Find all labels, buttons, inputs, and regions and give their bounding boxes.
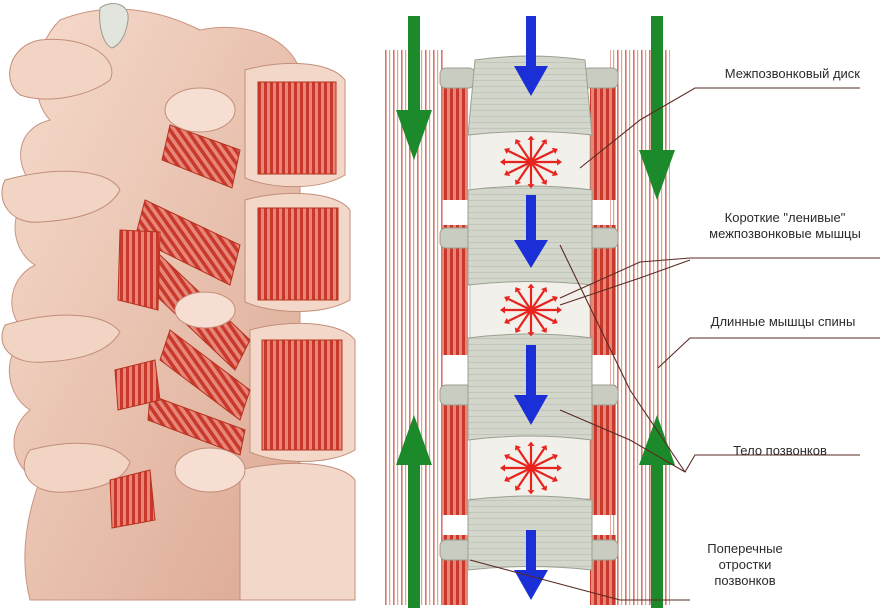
vertebra-body bbox=[467, 55, 593, 136]
transverse-process bbox=[1, 314, 121, 363]
intervertebral-muscle bbox=[257, 207, 339, 301]
intervertebral-muscle bbox=[257, 81, 337, 175]
intervertebral-muscle bbox=[261, 339, 343, 451]
rotator-muscle bbox=[161, 124, 241, 189]
label-long-back-muscles: Длинные мышцы спины bbox=[710, 314, 856, 329]
leader-lines bbox=[469, 87, 880, 601]
rotator-muscle bbox=[114, 359, 161, 411]
anatomical-spine-illustration bbox=[1, 3, 356, 601]
transverse-process bbox=[1, 170, 121, 223]
vertebra-shape bbox=[174, 291, 236, 329]
vertebra-shape bbox=[164, 87, 236, 133]
rotator-muscle bbox=[117, 229, 161, 311]
rotator-muscle bbox=[109, 469, 156, 529]
label-processes-line1: Поперечные bbox=[707, 541, 783, 556]
starburst-icon bbox=[500, 441, 562, 495]
arrow-down-icon bbox=[514, 16, 548, 600]
starburst-icon bbox=[500, 283, 562, 337]
transverse-process bbox=[9, 38, 113, 100]
label-transverse-processes: Поперечные отростки позвонков bbox=[680, 541, 810, 589]
transverse-process bbox=[439, 67, 476, 89]
schematic-spine bbox=[385, 16, 880, 608]
label-intervertebral-disc: Межпозвонковый диск bbox=[724, 66, 860, 81]
arrow-vertical-icon bbox=[396, 16, 675, 608]
label-short-muscles: Короткие "ленивые" межпозвонковые мышцы bbox=[680, 210, 890, 242]
transverse-process bbox=[582, 67, 619, 89]
short-muscles-left bbox=[442, 80, 468, 605]
vertebra-shape bbox=[99, 3, 129, 49]
rotator-muscle bbox=[159, 329, 251, 421]
label-vertebra-body: Тело позвонков bbox=[733, 443, 827, 458]
starburst-icon bbox=[500, 135, 562, 189]
vertebra-shape bbox=[174, 447, 246, 493]
label-short-muscles-line1: Короткие "ленивые" bbox=[724, 210, 846, 225]
rotator-muscle bbox=[147, 394, 246, 456]
rotator-muscle bbox=[134, 199, 241, 286]
label-short-muscles-line2: межпозвонковые мышцы bbox=[709, 226, 861, 241]
vertebra-body bbox=[239, 462, 356, 601]
label-processes-line2: отростки bbox=[718, 557, 772, 572]
label-processes-line3: позвонков bbox=[714, 573, 776, 588]
